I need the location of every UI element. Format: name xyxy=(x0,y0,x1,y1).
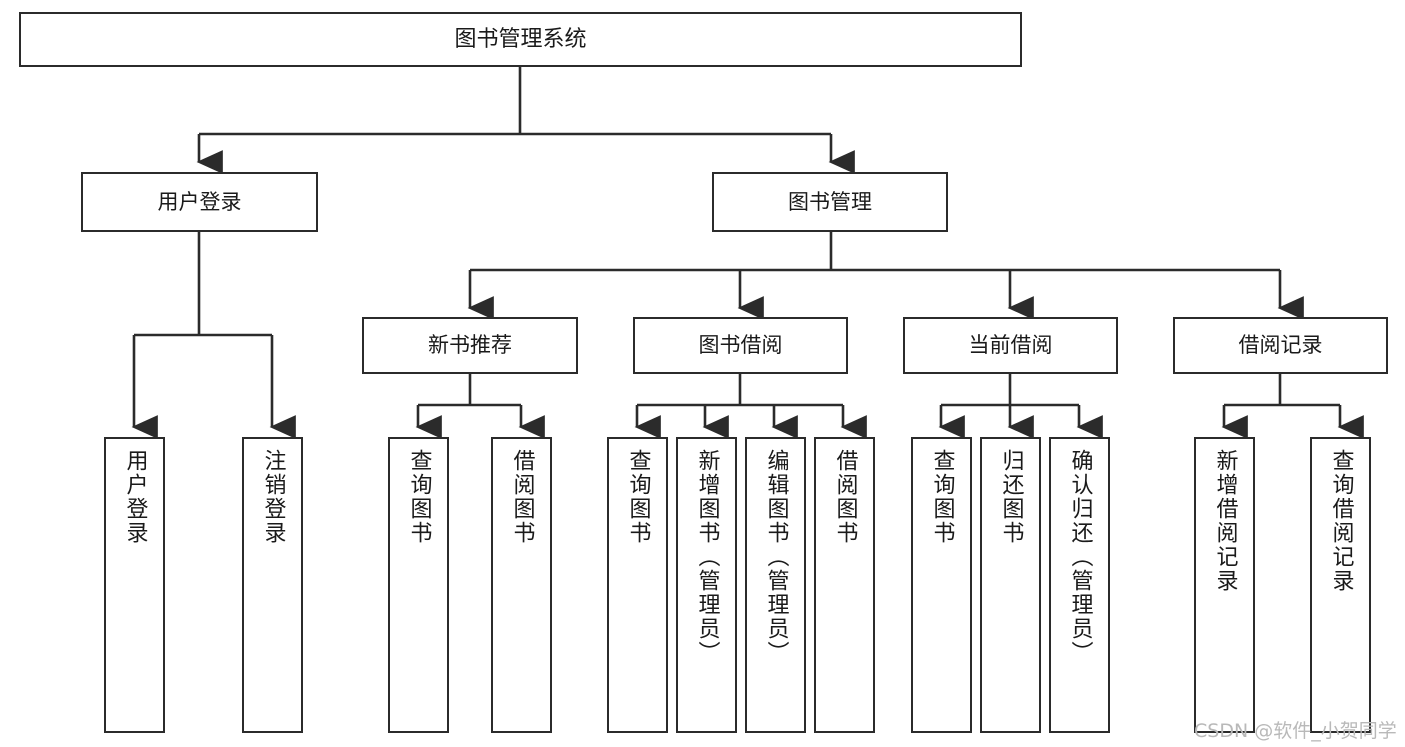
leaf-label: 注销登录 xyxy=(260,449,286,545)
leaf-label: 借阅图书 xyxy=(509,449,535,545)
leaf-new-book-query-book[interactable]: 查询图书 xyxy=(388,437,449,733)
leaf-logout-login[interactable]: 注销登录 xyxy=(242,437,303,733)
leaf-record-query-borrow-record[interactable]: 查询借阅记录 xyxy=(1310,437,1371,733)
node-label: 当前借阅 xyxy=(968,333,1053,358)
leaf-borrow-borrow-book[interactable]: 借阅图书 xyxy=(814,437,875,733)
leaf-label: 新增借阅记录 xyxy=(1212,449,1238,593)
leaf-label: 编辑图书（管理员） xyxy=(763,449,789,665)
leaf-label: 查询图书 xyxy=(406,449,432,545)
leaf-label: 查询借阅记录 xyxy=(1328,449,1354,593)
node-label: 用户登录 xyxy=(157,189,242,214)
leaf-borrow-query-book[interactable]: 查询图书 xyxy=(607,437,668,733)
node-current-borrow[interactable]: 当前借阅 xyxy=(903,317,1118,374)
node-borrow-record[interactable]: 借阅记录 xyxy=(1173,317,1388,374)
leaf-label: 确认归还（管理员） xyxy=(1067,449,1093,665)
leaf-label: 用户登录 xyxy=(122,449,148,545)
node-label: 新书推荐 xyxy=(428,333,512,358)
leaf-label: 借阅图书 xyxy=(832,449,858,545)
node-label: 借阅记录 xyxy=(1238,333,1323,358)
node-book-manage[interactable]: 图书管理 xyxy=(712,172,948,232)
leaf-record-add-borrow-record[interactable]: 新增借阅记录 xyxy=(1194,437,1255,733)
leaf-label: 归还图书 xyxy=(998,449,1024,545)
leaf-borrow-add-book-admin[interactable]: 新增图书（管理员） xyxy=(676,437,737,733)
node-user-login[interactable]: 用户登录 xyxy=(81,172,318,232)
leaf-new-book-borrow-book[interactable]: 借阅图书 xyxy=(491,437,552,733)
leaf-current-return-book[interactable]: 归还图书 xyxy=(980,437,1041,733)
leaf-label: 查询图书 xyxy=(625,449,651,545)
node-new-book-recommend[interactable]: 新书推荐 xyxy=(362,317,578,374)
node-book-management-system[interactable]: 图书管理系统 xyxy=(19,12,1022,67)
node-label: 图书管理系统 xyxy=(454,26,587,52)
node-label: 图书管理 xyxy=(788,189,872,214)
node-book-borrow[interactable]: 图书借阅 xyxy=(633,317,848,374)
leaf-current-confirm-return-admin[interactable]: 确认归还（管理员） xyxy=(1049,437,1110,733)
leaf-label: 新增图书（管理员） xyxy=(694,449,720,665)
node-label: 图书借阅 xyxy=(698,333,783,358)
leaf-borrow-edit-book-admin[interactable]: 编辑图书（管理员） xyxy=(745,437,806,733)
leaf-current-query-book[interactable]: 查询图书 xyxy=(911,437,972,733)
leaf-user-login[interactable]: 用户登录 xyxy=(104,437,165,733)
leaf-label: 查询图书 xyxy=(929,449,955,545)
